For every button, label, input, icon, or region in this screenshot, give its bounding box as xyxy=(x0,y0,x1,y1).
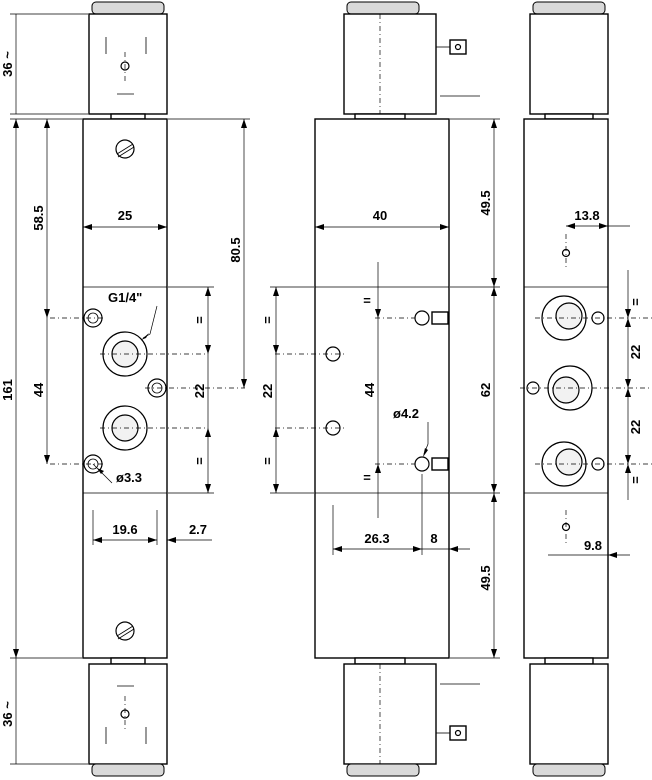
dim-side-mount-spacing: 44 xyxy=(362,382,377,397)
front-top-screw xyxy=(115,139,135,159)
dim-back-top-offset: 13.8 xyxy=(574,208,599,223)
back-top-knurled-nut xyxy=(532,1,606,15)
dim-front-top-section: 58.5 xyxy=(31,205,46,230)
dim-front-port-center: 80.5 xyxy=(228,237,243,262)
dim-side-lower-section: 49.5 xyxy=(478,565,493,590)
back-bottom-coil xyxy=(529,663,609,765)
eq-side-inner-upper: = xyxy=(363,293,371,308)
front-bottom-knurled-nut xyxy=(91,763,165,777)
dim-side-mid-spacing: 22 xyxy=(260,384,275,398)
dim-total-height: 161 xyxy=(0,379,15,401)
front-dimensions: 36 ~ 161 36 ~ 58.5 44 25 80.5 xyxy=(0,13,250,765)
eq-side-lower: = xyxy=(260,457,275,465)
dim-side-middle-section: 62 xyxy=(478,383,493,397)
side-bottom-coil xyxy=(343,663,437,765)
side-pilot-upper xyxy=(414,310,449,326)
side-view xyxy=(275,1,480,777)
side-top-coil xyxy=(343,13,437,115)
side-pilot-lower xyxy=(414,456,449,472)
side-bottom-knurled-nut xyxy=(346,763,420,777)
dim-coil-bottom: 36 ~ xyxy=(0,701,15,727)
front-view xyxy=(50,1,245,777)
back-dimensions: 13.8 = 22 22 = 9.8 xyxy=(548,208,643,562)
dim-back-port-spacing-upper: 22 xyxy=(628,345,643,359)
eq-side-upper: = xyxy=(260,316,275,324)
label-side-pilot-hole: ø4.2 xyxy=(393,406,419,421)
dim-front-width: 25 xyxy=(118,208,132,223)
eq-front-lower: = xyxy=(192,457,207,465)
front-top-knurled-nut xyxy=(91,1,165,15)
dim-side-hole-offset: 26.3 xyxy=(364,531,389,546)
side-dimensions: 40 = 22 = 44 = = ø4.2 26.3 8 xyxy=(260,118,500,659)
dim-front-port-spacing: 22 xyxy=(192,384,207,398)
side-top-knurled-nut xyxy=(346,1,420,15)
side-body xyxy=(314,118,450,659)
dim-coil-top: 36 ~ xyxy=(0,51,15,77)
dim-back-port-spacing-lower: 22 xyxy=(628,420,643,434)
back-view xyxy=(520,1,652,777)
dim-side-width: 40 xyxy=(373,208,387,223)
dim-front-edge-offset: 2.7 xyxy=(189,522,207,537)
back-top-coil xyxy=(529,13,609,115)
eq-side-inner-lower: = xyxy=(363,470,371,485)
eq-back-upper: = xyxy=(628,298,643,306)
front-bottom-screw xyxy=(115,621,135,641)
dim-front-mount-spacing: 44 xyxy=(31,382,46,397)
dim-back-bottom-offset: 9.8 xyxy=(584,538,602,553)
eq-back-lower: = xyxy=(628,476,643,484)
dim-side-edge-offset: 8 xyxy=(430,531,437,546)
dim-side-upper-section: 49.5 xyxy=(478,190,493,215)
label-front-mount-hole: ø3.3 xyxy=(116,470,142,485)
label-thread: G1/4" xyxy=(108,290,142,305)
eq-front-upper: = xyxy=(192,316,207,324)
dim-front-hole-offset: 19.6 xyxy=(112,522,137,537)
back-bottom-knurled-nut xyxy=(532,763,606,777)
